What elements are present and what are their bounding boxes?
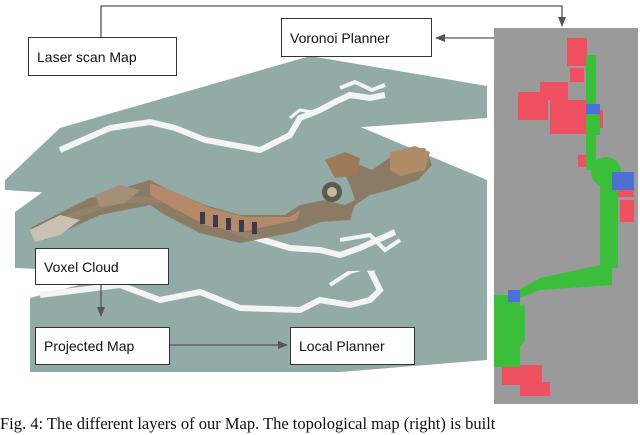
- projected-map-label: Projected Map: [44, 338, 135, 354]
- flow-arrows: [97, 5, 566, 349]
- map-doors: [508, 104, 634, 302]
- voxel-cloud-box: Voxel Cloud: [35, 248, 169, 285]
- laser-scan-layer: [5, 56, 487, 195]
- voxel-cloud-layer: [15, 108, 487, 275]
- laser-scan-map-label: Laser scan Map: [37, 48, 137, 65]
- voronoi-planner-box: Voronoi Planner: [281, 18, 432, 57]
- laser-scan-map-box: Laser scan Map: [28, 37, 177, 76]
- voronoi-planner-label: Voronoi Planner: [290, 29, 390, 46]
- voxel-building: [30, 146, 432, 243]
- figure-caption: Fig. 4: The different layers of our Map.…: [0, 414, 496, 433]
- projected-map-box: Projected Map: [35, 327, 170, 365]
- local-planner-label: Local Planner: [299, 338, 385, 354]
- topological-map: [494, 28, 638, 404]
- local-planner-box: Local Planner: [290, 327, 415, 365]
- voxel-cloud-label: Voxel Cloud: [44, 258, 119, 275]
